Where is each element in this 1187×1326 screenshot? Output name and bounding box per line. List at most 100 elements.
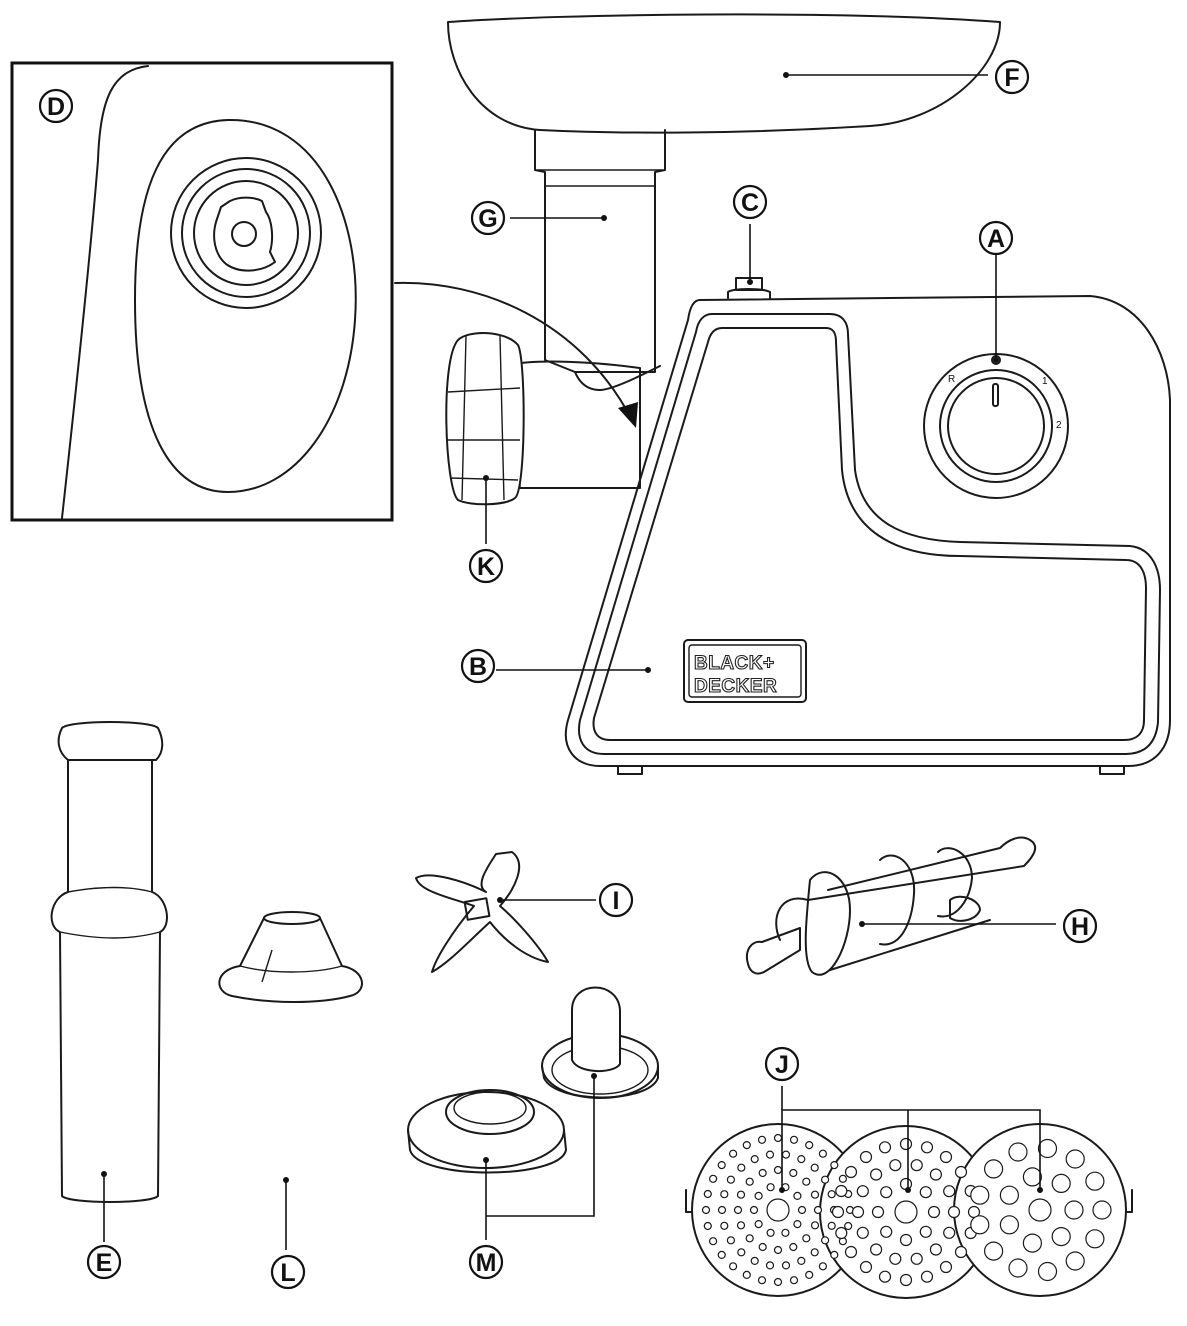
medium-plate-hole: [844, 1245, 858, 1259]
medium-plate-hole: [939, 1150, 953, 1164]
fine-plate-hole: [757, 1135, 767, 1144]
coarse-plate-hole: [1065, 1149, 1085, 1169]
coarse-plate-hole: [1022, 1167, 1043, 1187]
fine-plate-hole: [810, 1248, 819, 1257]
fine-plate-hole: [781, 1261, 791, 1270]
fine-plate-hole: [805, 1140, 814, 1150]
fine-plate-hole: [838, 1174, 848, 1183]
fine-plate-hole: [736, 1190, 746, 1199]
medium-plate-hole-center: [894, 1200, 918, 1224]
medium-plate-hole: [947, 1205, 961, 1219]
label-k-text: K: [477, 553, 495, 581]
fine-plate-hole: [793, 1219, 802, 1229]
fine-plate-hole: [754, 1219, 763, 1229]
label-c: C: [732, 184, 768, 220]
fine-plate-hole: [726, 1175, 736, 1184]
fine-plate-hole: [766, 1183, 775, 1192]
fine-plate-hole: [797, 1256, 806, 1266]
fine-plate-hole: [797, 1154, 806, 1164]
medium-plate-hole: [889, 1159, 902, 1172]
medium-plate-hole: [856, 1185, 869, 1198]
medium-plate-hole: [954, 1245, 968, 1259]
fine-plate-hole: [805, 1270, 814, 1280]
part-h-auger: [746, 836, 1037, 976]
part-l-sausage-nozzle: [218, 911, 363, 1003]
fine-plate-hole: [820, 1236, 830, 1245]
medium-plate-hole: [869, 1168, 883, 1181]
medium-plate-hole: [856, 1226, 869, 1239]
fine-plate-hole: [742, 1270, 751, 1280]
medium-plate-hole: [910, 1252, 923, 1265]
fine-plate-hole: [827, 1221, 836, 1230]
medium-plate-hole: [954, 1165, 968, 1179]
fine-plate-hole: [708, 1174, 718, 1183]
fine-plate-hole: [830, 1160, 839, 1170]
medium-plate-hole: [859, 1150, 873, 1164]
medium-plate-hole: [920, 1270, 934, 1283]
fine-plate-hole: [736, 1221, 746, 1230]
label-e-text: E: [96, 1249, 113, 1277]
label-j-text: J: [775, 1051, 789, 1079]
fine-plate-hole: [720, 1190, 729, 1199]
fine-plate-hole: [818, 1149, 828, 1158]
fine-plate-hole: [789, 1168, 798, 1178]
medium-plate-hole: [943, 1226, 956, 1239]
coarse-plate-hole: [983, 1159, 1004, 1179]
coarse-plate-hole: [1008, 1258, 1028, 1278]
part-i-blade: [415, 851, 549, 973]
fine-plate-hole: [765, 1261, 775, 1270]
fine-plate-hole: [754, 1191, 763, 1201]
fine-plate-hole: [789, 1276, 799, 1285]
fine-plate-hole: [758, 1168, 767, 1178]
part-e-pusher: [50, 721, 168, 1203]
part-c-button: [727, 277, 771, 299]
label-l: L: [270, 1254, 306, 1290]
inset-d-detail: [10, 61, 394, 522]
fine-plate-hole: [830, 1250, 839, 1260]
label-b: B: [460, 648, 496, 684]
medium-plate-hole: [844, 1165, 858, 1179]
fine-plate-hole: [773, 1165, 783, 1175]
detail-arrow: [394, 281, 633, 421]
fine-plate-hole: [802, 1234, 811, 1243]
coarse-plate-hole: [1008, 1142, 1028, 1162]
medium-plate-hole: [919, 1225, 932, 1238]
fine-plate-hole: [728, 1262, 738, 1271]
fine-plate-hole: [749, 1205, 759, 1215]
fine-plate-hole: [773, 1133, 783, 1143]
fine-plate-hole: [793, 1191, 802, 1201]
fine-plate-hole: [717, 1160, 726, 1170]
coarse-plate-hole: [1085, 1171, 1105, 1191]
label-j: J: [764, 1046, 800, 1082]
fine-plate-hole: [750, 1154, 759, 1164]
coarse-plate-hole: [970, 1185, 990, 1205]
fine-plate-hole: [737, 1248, 746, 1257]
part-k-nut: [445, 332, 525, 506]
part-g-head: [509, 129, 666, 489]
label-i-text: I: [613, 887, 620, 915]
part-m-sausage-attachment: [407, 986, 659, 1174]
medium-plate-hole: [899, 1273, 913, 1287]
fine-plate-hole: [789, 1242, 798, 1252]
label-m-text: M: [476, 1249, 497, 1277]
coarse-plate-hole: [1037, 1261, 1058, 1282]
medium-plate-hole: [929, 1243, 943, 1256]
fine-plate-hole: [802, 1177, 811, 1186]
medium-plate-hole: [869, 1243, 883, 1256]
label-d: D: [38, 88, 74, 124]
logo-line-2: DECKER: [694, 676, 777, 697]
medium-plate-hole: [929, 1168, 943, 1181]
label-h-text: H: [1071, 913, 1089, 941]
dial-reverse-label: R: [948, 374, 955, 385]
label-k: K: [468, 548, 504, 584]
label-c-text: C: [741, 189, 759, 217]
coarse-plate-hole: [1065, 1251, 1085, 1271]
logo-line-1: BLACK+: [694, 653, 775, 674]
coarse-plate-hole: [1051, 1173, 1071, 1194]
dial-speed1-label: 1: [1042, 376, 1048, 387]
fine-plate-hole: [820, 1175, 830, 1184]
fine-plate-hole: [757, 1276, 767, 1285]
medium-plate-hole: [899, 1137, 913, 1151]
fine-plate-hole: [827, 1190, 836, 1199]
